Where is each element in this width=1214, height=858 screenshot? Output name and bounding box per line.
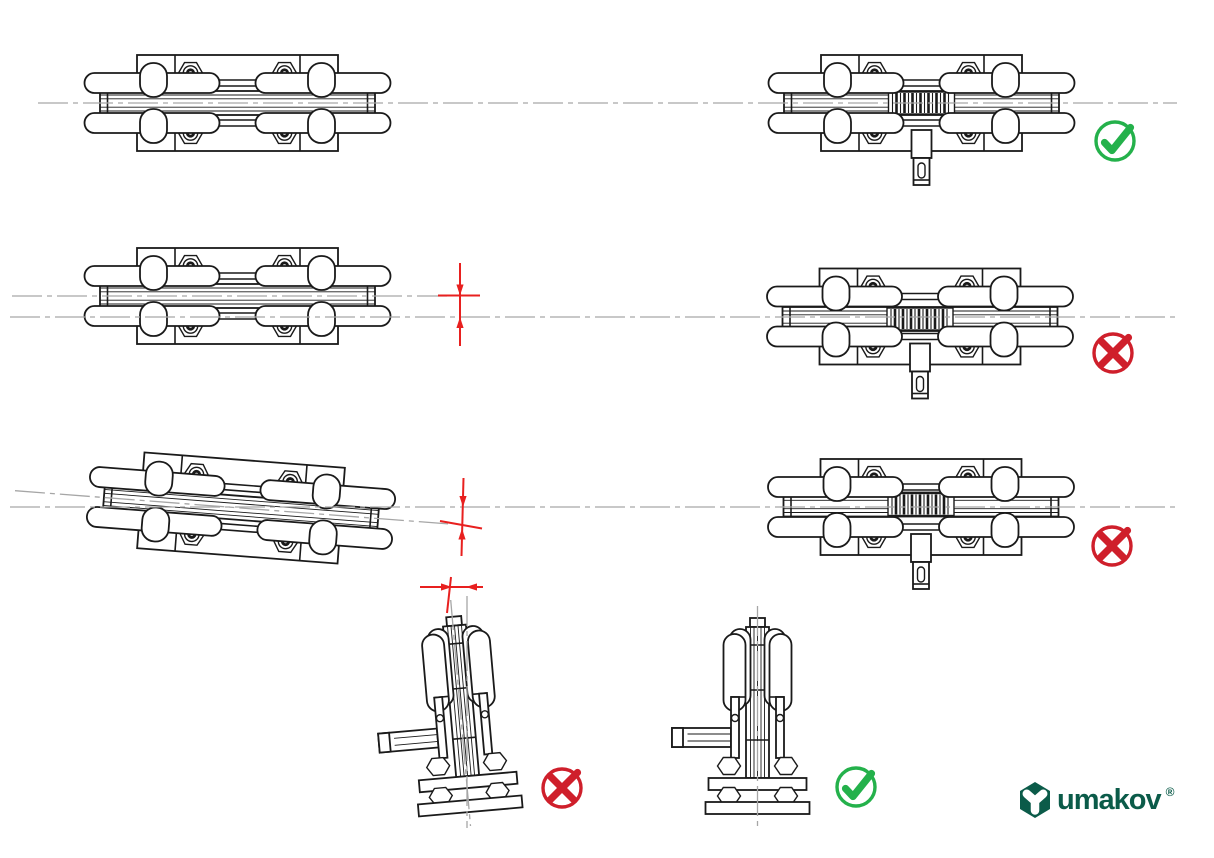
umakov-logo: umakov ®: [1018, 781, 1174, 819]
figure-roller-holder-aligned: [769, 54, 1075, 186]
check-icon: [837, 768, 875, 806]
cross-icon: [1094, 334, 1132, 372]
figure-roller-holder-offset: [767, 267, 1073, 400]
registered-mark: ®: [1165, 785, 1175, 799]
figure-roller-holder-tilted: [768, 458, 1074, 590]
tilt-dimension-annotation: [439, 477, 483, 557]
check-icon: [1096, 122, 1134, 160]
figure-trolley-plumb: [672, 618, 810, 814]
cross-icon: [543, 769, 581, 807]
figure-trolley-tilted: [369, 612, 523, 819]
centerlines: [10, 102, 1177, 830]
brand-name: umakov: [1057, 783, 1162, 816]
cross-icon: [1093, 527, 1131, 565]
plumb-angle-annotation: [420, 576, 483, 614]
umakov-hexagon-icon: [1020, 782, 1050, 818]
offset-dimension-annotation: [438, 263, 480, 346]
